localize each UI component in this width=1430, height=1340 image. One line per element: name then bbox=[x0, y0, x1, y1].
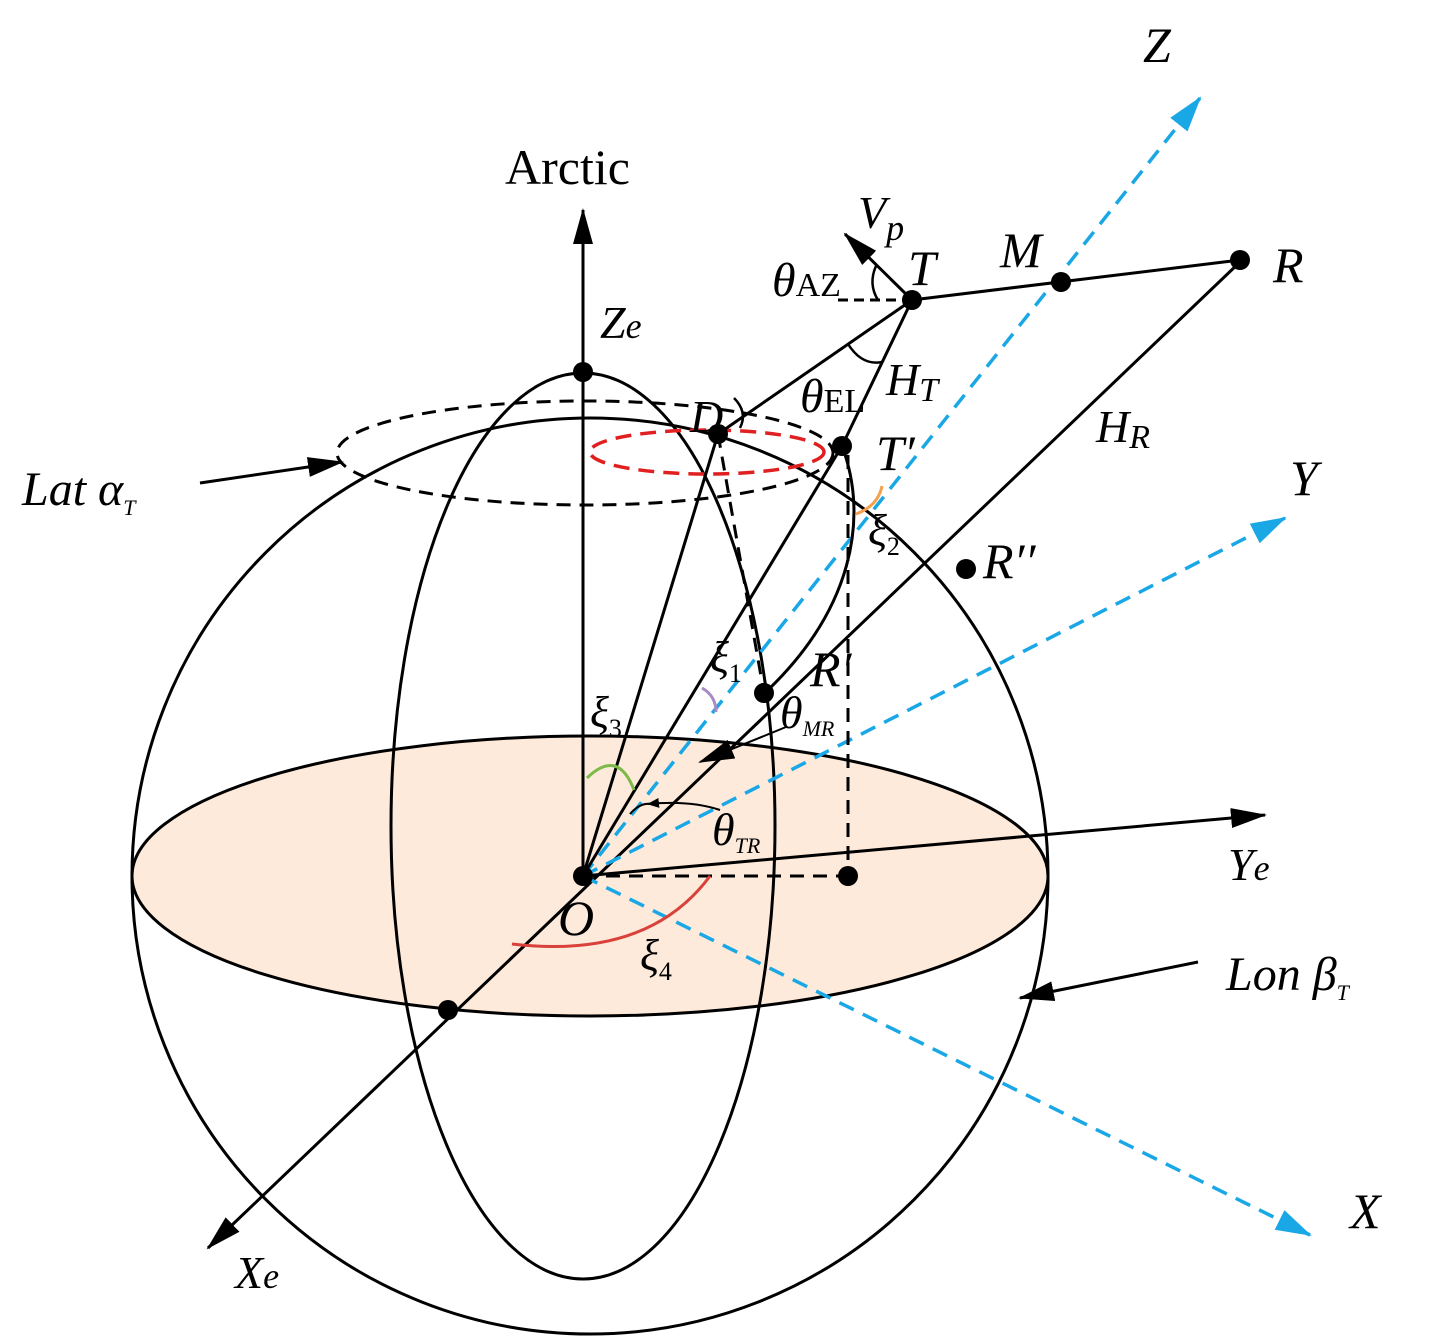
point-Rprime bbox=[754, 683, 774, 703]
point-equator bbox=[438, 1000, 458, 1020]
point-foot bbox=[838, 866, 858, 886]
latitude-circle bbox=[335, 399, 835, 507]
point-R bbox=[1230, 250, 1250, 270]
line-T-Tprime bbox=[840, 299, 914, 447]
point-M bbox=[1051, 272, 1071, 292]
red-dashed-circle bbox=[588, 428, 826, 476]
line-T-D bbox=[717, 298, 913, 436]
dash-D-vertical bbox=[716, 433, 766, 694]
line-O-Tprime bbox=[581, 445, 844, 877]
point-D bbox=[708, 424, 728, 444]
earth-sphere bbox=[130, 416, 1050, 1336]
point-T bbox=[902, 290, 922, 310]
label-T: T bbox=[908, 240, 939, 296]
label-xi3: ξ3 bbox=[590, 688, 622, 743]
xi4-arc bbox=[511, 875, 712, 948]
ye-axis bbox=[582, 808, 1267, 878]
line-O-D bbox=[581, 433, 720, 877]
label-theta-tr: θTR bbox=[712, 804, 761, 858]
y-axis-dashed bbox=[582, 516, 1287, 878]
xi1-arc bbox=[701, 686, 718, 713]
xi2-arc bbox=[855, 485, 884, 516]
el-angle-arc bbox=[846, 343, 883, 364]
theta-mr-pointer bbox=[698, 726, 787, 763]
label-Vp: Vp bbox=[858, 187, 904, 248]
label-D: D bbox=[689, 391, 723, 442]
label-HR: HR bbox=[1095, 401, 1150, 456]
label-lat: Lat αT bbox=[21, 463, 137, 520]
point-O bbox=[573, 866, 593, 886]
label-theta-el: θEL bbox=[800, 370, 865, 423]
az-angle-arc bbox=[871, 265, 880, 301]
d-angle-arc bbox=[733, 397, 745, 429]
label-Tprime: T′ bbox=[876, 425, 916, 481]
label-arctic: Arctic bbox=[505, 139, 630, 195]
vp-arrow bbox=[843, 232, 914, 302]
point-Rdprime bbox=[956, 559, 976, 579]
label-lon: Lon βT bbox=[1225, 948, 1351, 1005]
label-R: R bbox=[1272, 237, 1304, 293]
point-Ze bbox=[573, 362, 593, 382]
theta-tr-pointer bbox=[647, 797, 721, 811]
label-Rprime: R′ bbox=[809, 641, 853, 697]
label-X: X bbox=[1348, 1183, 1383, 1239]
z-axis-dashed bbox=[581, 96, 1202, 878]
label-Ze: Ze bbox=[600, 297, 642, 348]
lat-pointer bbox=[199, 457, 344, 485]
point-Tprime bbox=[832, 436, 852, 456]
label-xi4: ξ4 bbox=[640, 931, 672, 986]
line-T-R bbox=[911, 258, 1241, 302]
arc-Tprime-Rprime bbox=[768, 445, 856, 690]
theta-tr-small-arc bbox=[629, 802, 653, 815]
lon-pointer bbox=[1018, 960, 1199, 1002]
label-Xe: Xe bbox=[233, 1247, 279, 1298]
label-Ye: Ye bbox=[1228, 839, 1270, 890]
label-xi2: ξ2 bbox=[868, 506, 900, 561]
xi3-arc bbox=[585, 764, 636, 791]
label-HT: HT bbox=[885, 354, 940, 409]
label-Y: Y bbox=[1290, 450, 1323, 506]
label-Z: Z bbox=[1143, 17, 1172, 73]
label-xi1: ξ1 bbox=[710, 633, 742, 688]
x-axis-dashed bbox=[582, 874, 1312, 1237]
label-theta-mr: θMR bbox=[780, 687, 835, 741]
label-theta-az: θAZ bbox=[772, 254, 841, 307]
label-O: O bbox=[558, 890, 594, 946]
label-Rdprime: R′′ bbox=[982, 533, 1036, 589]
label-M: M bbox=[999, 222, 1044, 278]
